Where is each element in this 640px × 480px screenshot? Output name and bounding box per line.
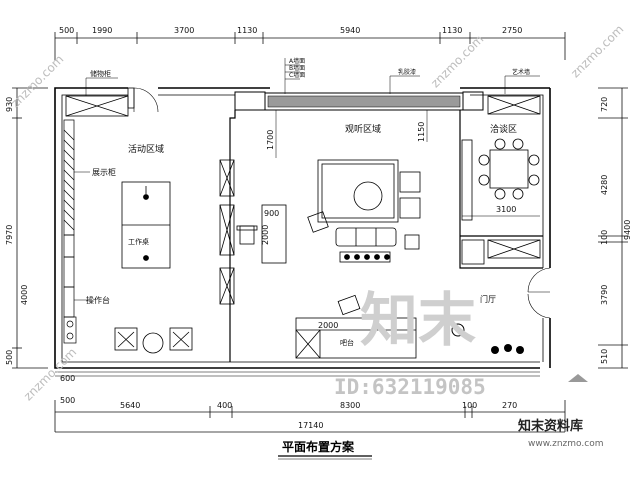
note-top-right: 艺术墙	[512, 68, 530, 76]
side-table-900x2000	[261, 204, 287, 264]
label-display-cabinet: 展示柜	[92, 167, 116, 177]
right-dimension-chain	[598, 87, 628, 369]
room-activity: 活动区域	[128, 143, 164, 155]
lounge-chairs-bottom-left	[114, 327, 193, 354]
dim-bottom-0: 5640	[120, 401, 140, 410]
entrance-plant-box	[461, 239, 485, 265]
work-table	[121, 181, 171, 269]
dim-top-2: 3700	[174, 26, 194, 35]
top-left-storage-cabinet	[65, 87, 135, 117]
bottom-window-band	[55, 371, 540, 377]
exterior-walls	[54, 87, 551, 369]
wm-diag-1: znzmo.com	[8, 52, 66, 110]
drinks-cabinet	[487, 239, 541, 259]
entry-door-swing	[133, 87, 159, 113]
dim-table-l: 2000	[261, 225, 270, 245]
dim-bottom-total: 17140	[298, 421, 323, 430]
dim-living-depth: 1700	[266, 130, 275, 150]
bottom-dimension-chain	[54, 400, 566, 433]
lounge-chair-bottom	[337, 294, 361, 316]
main-entrance-door	[527, 267, 551, 319]
dim-top-6: 2750	[502, 26, 522, 35]
room-divider-display	[219, 159, 235, 305]
dim-top-0: 500	[59, 26, 74, 35]
dim-top-5: 1130	[442, 26, 462, 35]
dim-right-0: 720	[600, 97, 609, 112]
note-c: C墙面	[289, 71, 305, 79]
plants-entrance	[451, 323, 524, 354]
dim-top-3: 1130	[237, 26, 257, 35]
room-viewing: 观听区域	[345, 123, 381, 135]
left-display-shelving	[63, 119, 77, 344]
note-top-left: 储物柜	[90, 69, 111, 78]
top-dimension-chain	[54, 32, 566, 60]
bottom-counter	[295, 317, 417, 359]
dim-right-total: 9400	[623, 220, 632, 240]
dim-right-1: 4280	[600, 175, 609, 195]
dim-left-3: 500	[5, 350, 14, 365]
tea-area-shelf	[461, 139, 473, 221]
dim-left-0: 930	[5, 97, 14, 112]
dim-tea-width: 3100	[496, 205, 516, 214]
dim-left-1: 7970	[5, 225, 14, 245]
top-feature-wall	[234, 91, 484, 111]
dim-right-4: 510	[600, 349, 609, 364]
label-work-table: 工作桌	[128, 237, 149, 246]
note-b: B墙面	[289, 64, 305, 72]
room-tea: 洽谈区	[490, 123, 517, 135]
dim-bottom-3: 100	[462, 401, 477, 410]
label-booth: 吧台	[340, 338, 354, 347]
dim-bottom-2: 8300	[340, 401, 360, 410]
dim-top-1: 1990	[92, 26, 112, 35]
dim-counter-w: 2000	[318, 321, 338, 330]
dining-table-set	[478, 138, 540, 200]
dim-table-w: 900	[264, 209, 279, 218]
dim-bottom-small-0: 600	[60, 374, 75, 383]
dim-top-4: 5940	[340, 26, 360, 35]
dim-bottom-4: 270	[502, 401, 517, 410]
wm-brand-big: 知末	[360, 286, 476, 354]
label-entrance: 门厅	[480, 294, 496, 304]
note-a: A墙面	[289, 57, 305, 65]
wm-diag-4: znzmo.com	[568, 22, 626, 80]
corner-watermark: 知末资料库 www.znzmo.com	[518, 374, 603, 449]
sofa-set	[307, 159, 421, 263]
dim-bottom-1: 400	[217, 401, 232, 410]
label-bar-cabinet: 操作台	[86, 295, 110, 305]
exterior-wall-inner-line	[61, 94, 544, 363]
top-annotation-leaders	[85, 58, 540, 96]
dim-right-3: 3790	[600, 285, 609, 305]
plan-title-block: 平面布置方案	[278, 439, 372, 460]
wm-corner-brand: 知末资料库	[518, 418, 583, 434]
wm-id: ID:632119085	[334, 375, 486, 399]
wm-corner-url: www.znzmo.com	[528, 439, 603, 449]
note-top: 乳胶漆	[398, 68, 416, 76]
armchair-divider	[236, 225, 258, 245]
dim-left-2: 4000	[20, 285, 29, 305]
dim-bottom-small-1: 500	[60, 396, 75, 405]
diagonal-watermark-left: znzmo.com znzmo.com znzmo.com znzmo.com	[8, 22, 626, 403]
partition-wall-right	[459, 110, 543, 269]
wm-diag-3: znzmo.com	[428, 32, 486, 90]
top-right-cabinet	[487, 95, 541, 115]
left-dimension-chain	[12, 87, 48, 369]
dim-mid-depth: 1150	[417, 122, 426, 142]
dim-right-2: 100	[600, 230, 609, 245]
plan-title: 平面布置方案	[282, 439, 355, 454]
